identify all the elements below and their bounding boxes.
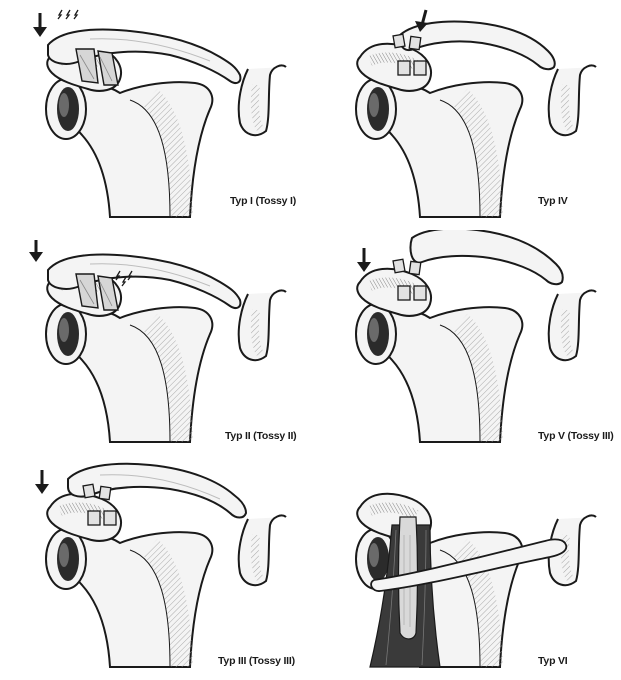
caption-type-3: Typ III (Tossy III) <box>218 655 295 667</box>
caption-type-5: Typ V (Tossy III) <box>538 430 614 442</box>
shoulder-illustration-type-4 <box>330 5 621 220</box>
shoulder-illustration-type-3 <box>20 455 320 670</box>
panel-type-1: Typ I (Tossy I) <box>20 5 330 230</box>
caption-type-2: Typ II (Tossy II) <box>225 430 296 442</box>
shoulder-illustration-type-2 <box>20 230 320 445</box>
panel-type-6: Typ VI <box>330 455 621 680</box>
shoulder-illustration-type-5 <box>330 230 621 445</box>
injury-arrow <box>33 13 47 37</box>
injury-arrow <box>35 470 49 494</box>
shoulder-illustration-type-6 <box>330 455 621 670</box>
panel-type-3: Typ III (Tossy III) <box>20 455 330 680</box>
caption-type-4: Typ IV <box>538 195 568 207</box>
caption-type-6: Typ VI <box>538 655 568 667</box>
panel-type-4: Typ IV <box>330 5 621 230</box>
panel-type-2: Typ II (Tossy II) <box>20 230 330 455</box>
caption-type-1: Typ I (Tossy I) <box>230 195 296 207</box>
panel-type-5: Typ V (Tossy III) <box>330 230 621 455</box>
ligament-strain-marks <box>58 10 78 19</box>
injury-arrow <box>357 248 371 272</box>
injury-arrow <box>29 240 43 262</box>
shoulder-illustration-type-1 <box>20 5 320 220</box>
